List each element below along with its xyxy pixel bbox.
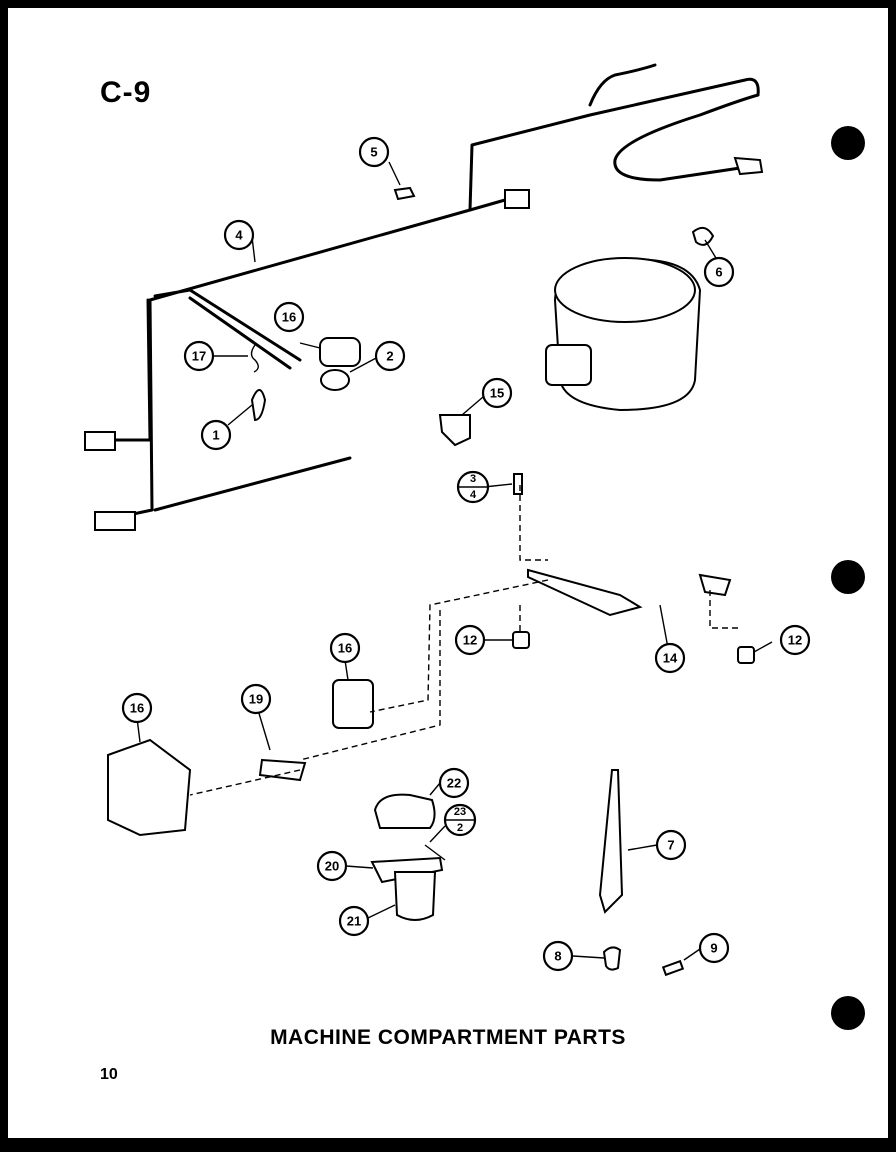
binder-hole-bottom (831, 996, 865, 1030)
svg-text:21: 21 (347, 914, 361, 929)
svg-text:4: 4 (470, 489, 477, 501)
callout-21: 21 (338, 905, 370, 937)
part-3-4-screw (513, 473, 523, 495)
part-22-cover (373, 793, 436, 829)
part-8-clip (602, 946, 622, 971)
callout-17: 17 (183, 340, 215, 372)
part-16-overload-cover (107, 738, 192, 837)
svg-text:17: 17 (192, 349, 206, 364)
compressor-terminal-box (545, 344, 592, 386)
svg-text:16: 16 (130, 701, 144, 716)
callout-12-right: 12 (779, 624, 811, 656)
svg-text:20: 20 (325, 859, 339, 874)
svg-text:2: 2 (457, 822, 463, 834)
callout-16-lower: 16 (121, 692, 153, 724)
svg-text:7: 7 (667, 838, 674, 853)
callout-1: 1 (200, 419, 232, 451)
part-9-screw (661, 959, 685, 977)
svg-text:9: 9 (710, 941, 717, 956)
harness-plug (504, 189, 530, 209)
callout-16-middle: 16 (329, 632, 361, 664)
callout-8: 8 (542, 940, 574, 972)
svg-text:2: 2 (386, 349, 393, 364)
wiring-harness (84, 63, 764, 531)
callout-5: 5 (358, 136, 390, 168)
callout-4: 4 (223, 219, 255, 251)
part-18-relay-cover (332, 679, 374, 729)
callout-7: 7 (655, 829, 687, 861)
svg-text:16: 16 (282, 310, 296, 325)
svg-text:1: 1 (212, 428, 219, 443)
part-21-capacitor (393, 871, 437, 921)
callout-6: 6 (703, 256, 735, 288)
page-number: 10 (100, 1066, 118, 1083)
compressor-foot-right (698, 573, 732, 597)
svg-text:15: 15 (490, 386, 504, 401)
part-6-strain-relief (691, 226, 715, 246)
part-19-bracket (258, 758, 307, 782)
part-16-capacitor-cap (319, 337, 361, 367)
svg-text:14: 14 (663, 651, 678, 666)
callout-16-upper: 16 (273, 301, 305, 333)
diagram-title: MACHINE COMPARTMENT PARTS (270, 1026, 626, 1049)
callout-14: 14 (654, 642, 686, 674)
part-17-spring (250, 344, 259, 373)
svg-text:4: 4 (235, 228, 243, 243)
part-12-grommet-right (737, 646, 755, 664)
svg-text:22: 22 (447, 776, 461, 791)
part-2-thermostat (320, 369, 350, 391)
callout-12-left: 12 (454, 624, 486, 656)
page-code: C-9 (100, 76, 152, 109)
part-15-relay (438, 414, 471, 447)
svg-text:16: 16 (338, 641, 352, 656)
harness-terminal-lower (94, 511, 136, 531)
callout-9: 9 (698, 932, 730, 964)
binder-hole-top (831, 126, 865, 160)
parts-sheet (8, 8, 888, 1138)
callout-3-4: 3 4 (456, 470, 490, 504)
svg-text:8: 8 (554, 949, 561, 964)
callout-20: 20 (316, 850, 348, 882)
callout-19: 19 (240, 683, 272, 715)
part-1-clamp (250, 389, 267, 422)
callout-22: 22 (438, 767, 470, 799)
callout-23-2: 23 2 (443, 803, 477, 837)
svg-text:23: 23 (454, 806, 466, 818)
part-12-grommet-left (512, 631, 530, 649)
harness-terminal-upper (84, 431, 116, 451)
callout-2: 2 (374, 340, 406, 372)
binder-hole-middle (831, 560, 865, 594)
part-20-bracket (370, 856, 444, 884)
power-cord-plug (733, 156, 764, 176)
svg-text:12: 12 (788, 633, 802, 648)
part-7-control-sensor (598, 769, 624, 914)
svg-text:3: 3 (470, 473, 476, 485)
compressor (527, 257, 732, 617)
svg-text:12: 12 (463, 633, 477, 648)
svg-text:6: 6 (715, 265, 722, 280)
svg-text:5: 5 (370, 145, 377, 160)
part-23-screw (424, 844, 446, 861)
part-5-clip (393, 186, 416, 201)
svg-text:19: 19 (249, 692, 263, 707)
callout-15: 15 (481, 377, 513, 409)
